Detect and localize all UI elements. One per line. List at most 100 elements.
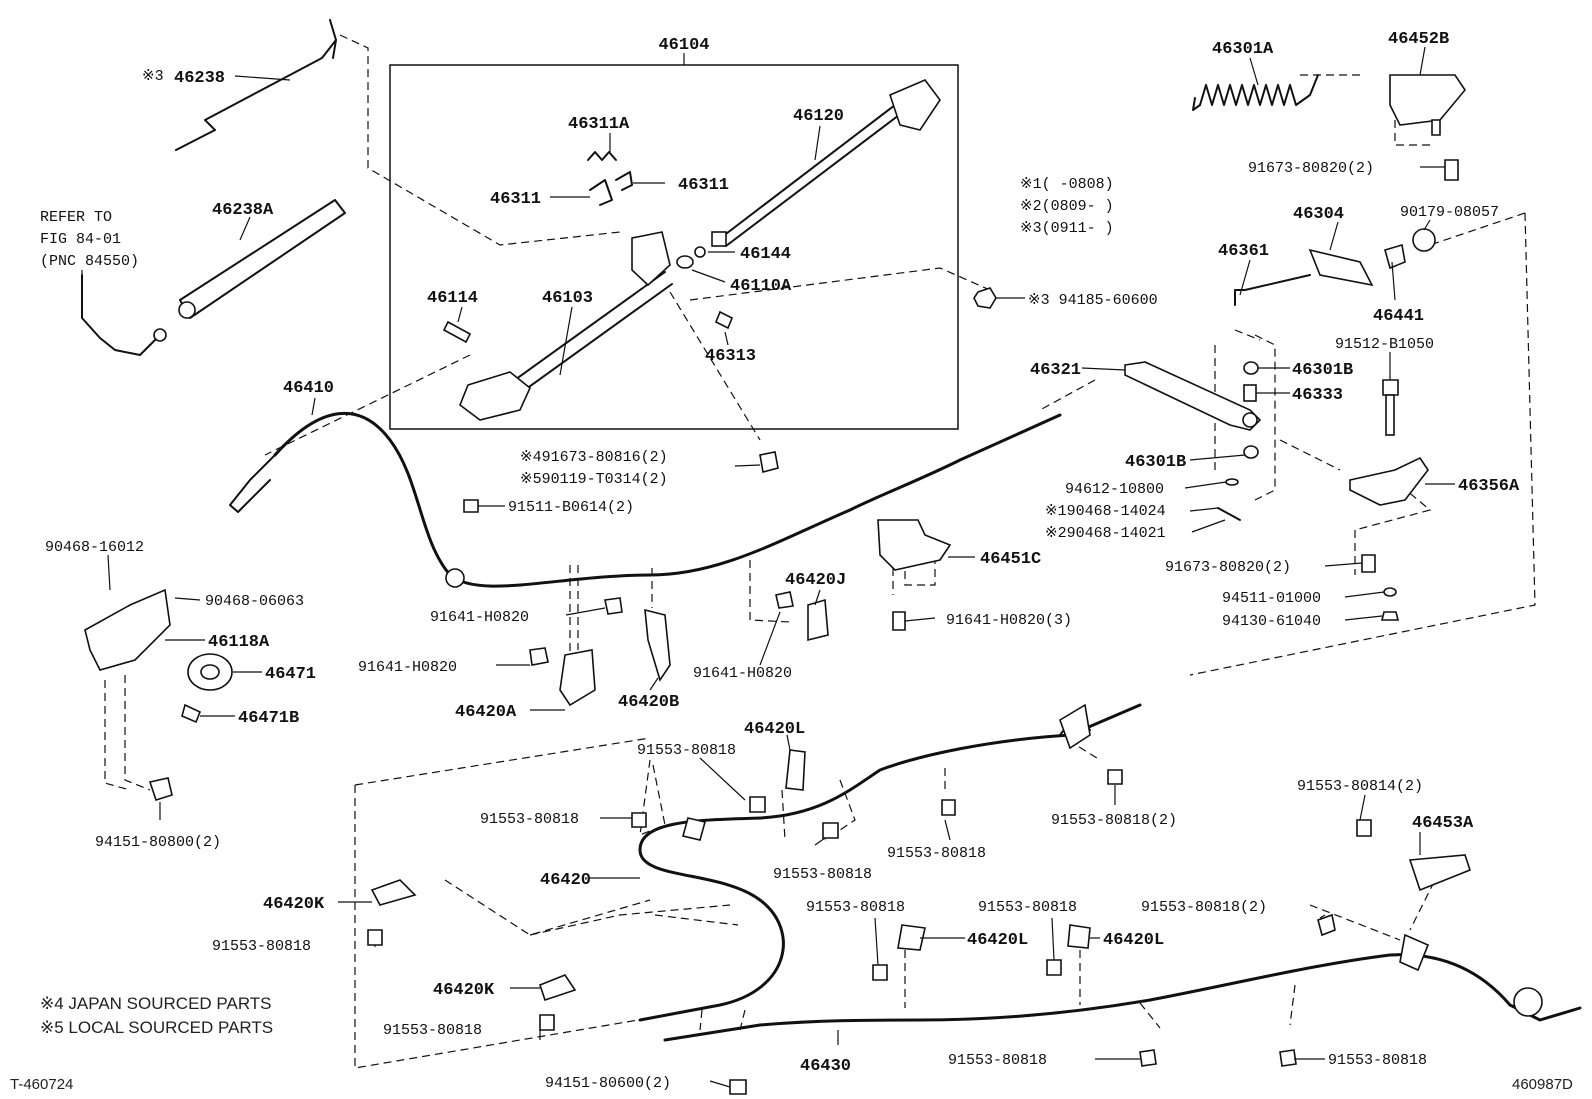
label-91553-80818-d: 91553-80818	[887, 845, 986, 862]
label-46420L-b: 46420L	[967, 931, 1028, 950]
label-46301A: 46301A	[1212, 40, 1274, 59]
label-46238-mark: ※3	[142, 68, 164, 85]
note-3: ※3(0911- )	[1020, 220, 1114, 237]
label-91673-80820-top: 91673-80820(2)	[1248, 160, 1374, 177]
label-46120: 46120	[793, 107, 844, 126]
label-91641-H0820-c: 91641-H0820	[693, 665, 792, 682]
label-46420L-c: 46420L	[1103, 931, 1164, 950]
label-90119-T0314: ※590119-T0314(2)	[520, 471, 668, 488]
label-46144: 46144	[740, 245, 791, 264]
label-94612-10800: 94612-10800	[1065, 481, 1164, 498]
label-46114: 46114	[427, 289, 478, 308]
label-91641-H0820-a: 91641-H0820	[430, 609, 529, 626]
assembly-frame-46104	[389, 64, 959, 430]
label-90468-14024: ※190468-14024	[1045, 503, 1166, 520]
spring-46301A	[1199, 74, 1319, 106]
bracket-46420J	[807, 598, 829, 642]
rod-46238	[175, 19, 337, 151]
label-46420K-a: 46420K	[263, 895, 325, 914]
label-46471: 46471	[265, 665, 316, 684]
bracket-46451C	[877, 519, 952, 571]
label-94511-01000: 94511-01000	[1222, 590, 1321, 607]
label-46321: 46321	[1030, 361, 1081, 380]
label-46452B: 46452B	[1388, 30, 1449, 49]
label-91673-80820-mid: 91673-80820(2)	[1165, 559, 1291, 576]
label-46420K-b: 46420K	[433, 981, 495, 1000]
label-91553-80818-a: 91553-80818	[637, 742, 736, 759]
cable-46410	[273, 411, 1062, 588]
bracket-46420B	[644, 608, 671, 682]
lever-46120	[717, 104, 896, 241]
label-46420L-top: 46420L	[744, 720, 805, 739]
figure-code-left: T-460724	[10, 1076, 73, 1093]
cable-46430	[663, 953, 1582, 1042]
label-46301B-mid: 46301B	[1125, 453, 1186, 472]
label-91553-80818-l: 91553-80818	[1328, 1052, 1427, 1069]
bracket-46103	[459, 371, 531, 421]
label-46451C: 46451C	[980, 550, 1041, 569]
label-46311A: 46311A	[568, 115, 630, 134]
label-46238: 46238	[174, 69, 225, 88]
label-46420B: 46420B	[618, 693, 679, 712]
bracket-46356A	[1349, 456, 1429, 506]
label-46441: 46441	[1373, 307, 1424, 326]
rod-46361	[1234, 274, 1311, 306]
label-91641-H0820-3: 91641-H0820(3)	[946, 612, 1072, 629]
label-refer-3: (PNC 84550)	[40, 253, 139, 270]
figure-code-right: 460987D	[1512, 1076, 1573, 1093]
label-91553-80818-k: 91553-80818	[948, 1052, 1047, 1069]
label-46420: 46420	[540, 871, 591, 890]
label-91511-B0614: 91511-B0614(2)	[508, 499, 634, 516]
label-46238A: 46238A	[212, 201, 274, 220]
link-46321	[1124, 361, 1262, 431]
label-90179-08057: 90179-08057	[1400, 204, 1499, 221]
label-46453A: 46453A	[1412, 814, 1474, 833]
note-1: ※1( -0808)	[1020, 176, 1114, 193]
bracket-46118A	[84, 588, 171, 671]
label-46420A: 46420A	[455, 703, 517, 722]
label-46311-left: 46311	[490, 190, 541, 209]
label-46333: 46333	[1292, 386, 1343, 405]
label-91553-80814: 91553-80814(2)	[1297, 778, 1423, 795]
label-46304: 46304	[1293, 205, 1344, 224]
label-46361: 46361	[1218, 242, 1269, 261]
label-46430: 46430	[800, 1057, 851, 1076]
label-91553-80818-2-bottom: 91553-80818(2)	[1141, 899, 1267, 916]
note-2: ※2(0809- )	[1020, 198, 1114, 215]
label-94151-80800: 94151-80800(2)	[95, 834, 221, 851]
label-94151-80600: 94151-80600(2)	[545, 1075, 671, 1092]
label-91512-B1050: 91512-B1050	[1335, 336, 1434, 353]
bracket-upper	[631, 231, 671, 287]
label-91673-80816: ※491673-80816(2)	[520, 449, 668, 466]
label-46301B-top: 46301B	[1292, 361, 1353, 380]
label-91553-80818-g: 91553-80818	[806, 899, 905, 916]
bracket-46420A	[559, 649, 596, 707]
label-46103: 46103	[542, 289, 593, 308]
label-90468-16012: 90468-16012	[45, 539, 144, 556]
label-91553-80818-j: 91553-80818	[383, 1022, 482, 1039]
label-46311-right: 46311	[678, 176, 729, 195]
label-91553-80818-2-right: 91553-80818(2)	[1051, 812, 1177, 829]
legend-local-sourced: ※5 LOCAL SOURCED PARTS	[40, 1018, 273, 1037]
cable-46420	[638, 703, 1142, 1022]
label-94130-61040: 94130-61040	[1222, 613, 1321, 630]
legend-japan-sourced: ※4 JAPAN SOURCED PARTS	[40, 994, 272, 1013]
label-46104: 46104	[658, 36, 709, 55]
bracket-46452B	[1389, 74, 1466, 126]
label-91553-80818-h: 91553-80818	[978, 899, 1077, 916]
label-46410: 46410	[283, 379, 334, 398]
label-90468-06063: 90468-06063	[205, 593, 304, 610]
label-91553-80818-b: 91553-80818	[480, 811, 579, 828]
label-91641-H0820-b: 91641-H0820	[358, 659, 457, 676]
plate-46304	[1308, 248, 1374, 287]
label-refer-1: REFER TO	[40, 209, 112, 226]
label-46313: 46313	[705, 347, 756, 366]
label-46471B: 46471B	[238, 709, 299, 728]
label-46356A: 46356A	[1458, 477, 1520, 496]
label-refer-2: FIG 84-01	[40, 231, 121, 248]
label-91553-80818-c: 91553-80818	[773, 866, 872, 883]
label-46420J: 46420J	[785, 571, 846, 590]
label-46110A: 46110A	[730, 277, 792, 296]
label-90468-14021: ※290468-14021	[1045, 525, 1166, 542]
